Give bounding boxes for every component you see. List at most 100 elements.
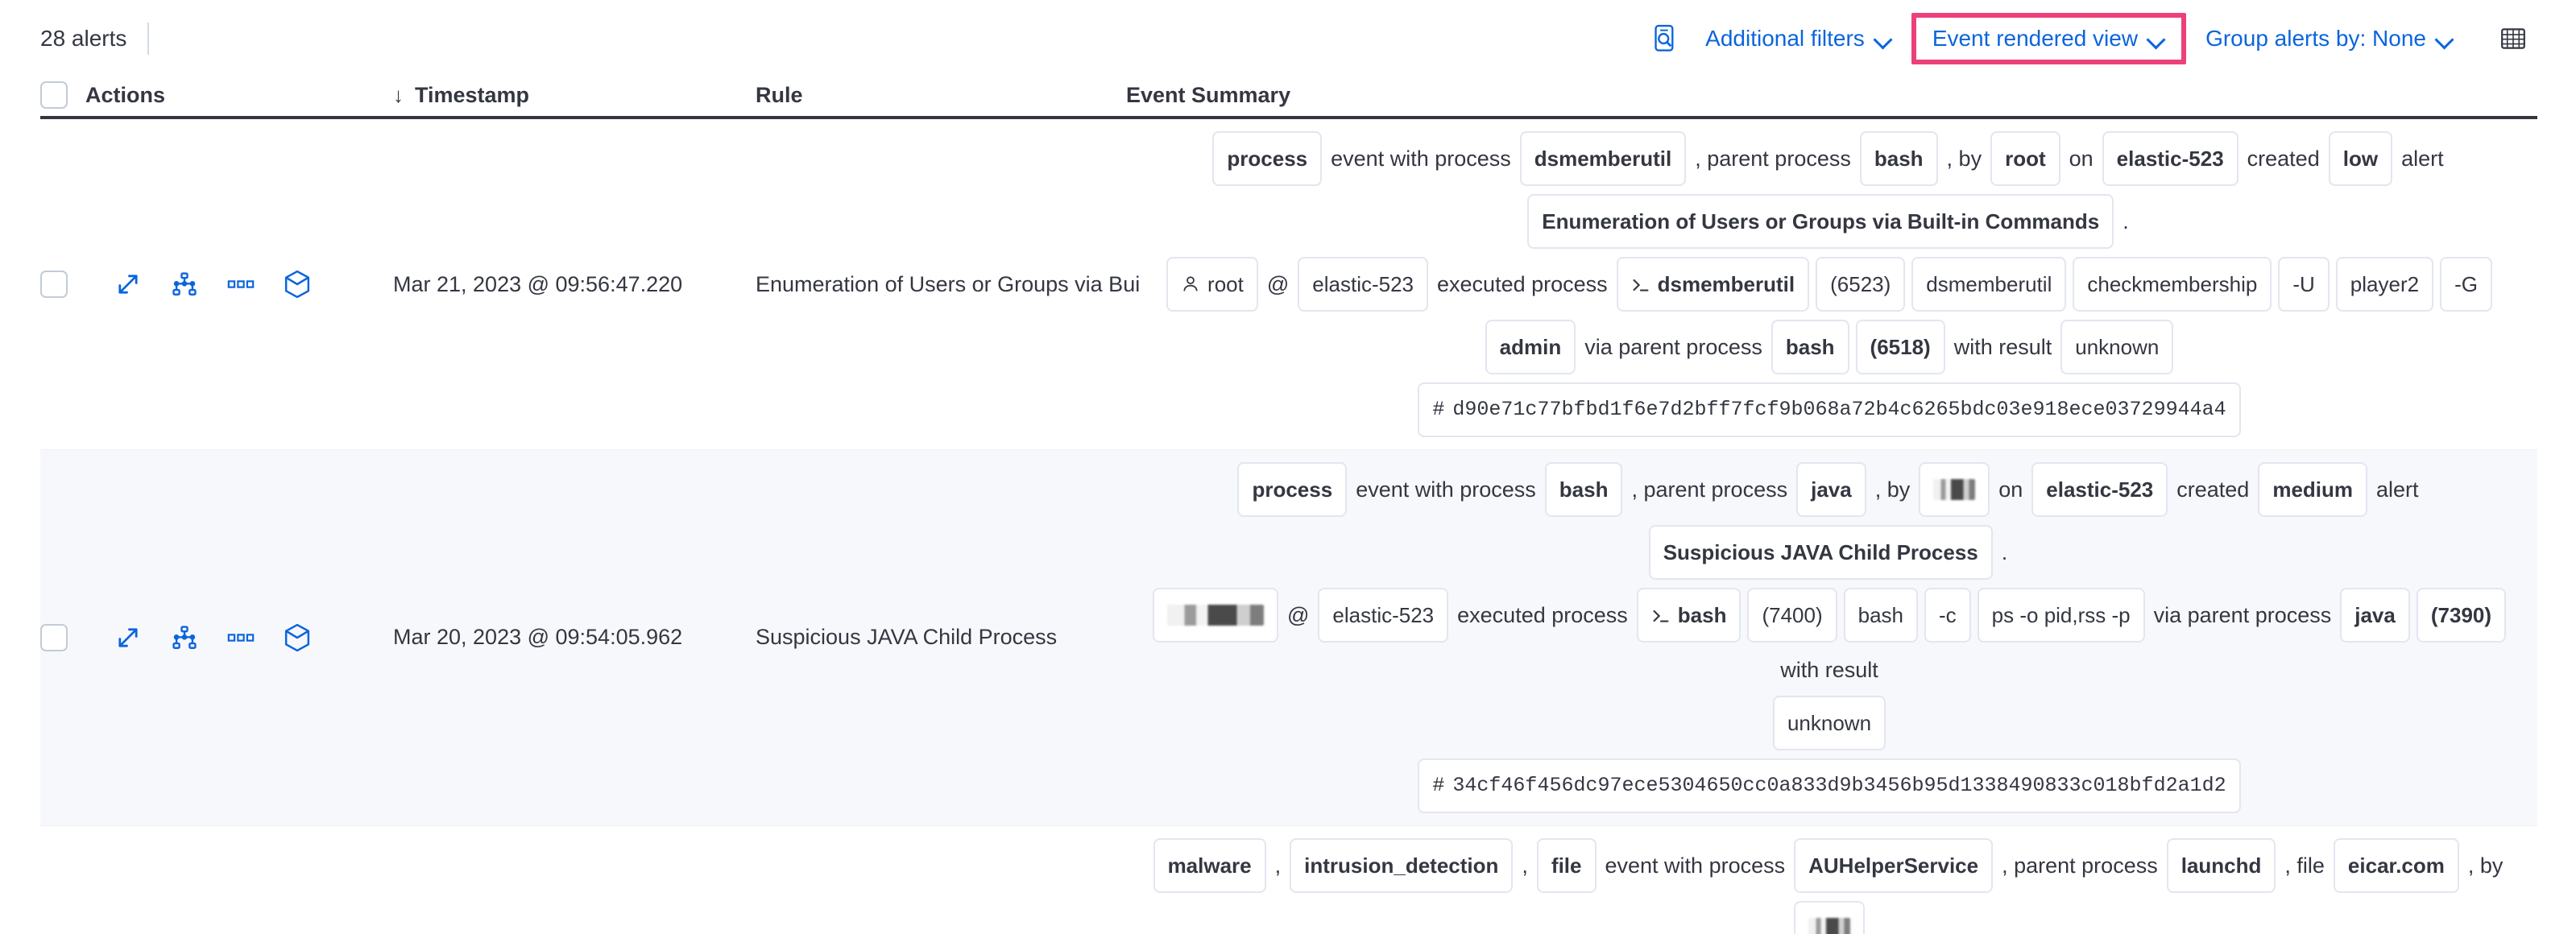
table-row[interactable]: Mar 20, 2023 @ 09:54:05.962 Suspicious J… (40, 450, 2537, 826)
summary-token[interactable]: process (1212, 131, 1323, 186)
console-icon (1653, 610, 1669, 622)
summary-token[interactable]: -U (2278, 257, 2330, 312)
summary-token[interactable]: process (1237, 462, 1348, 517)
toolbar-controls: Additional filters Event rendered view G… (1641, 13, 2537, 64)
group-alerts-by-button[interactable]: Group alerts by: None (2191, 19, 2468, 58)
hash-prefix: # (1432, 398, 1445, 421)
summary-token[interactable]: admin (1485, 320, 1576, 374)
summary-text: , parent process (2002, 853, 2158, 878)
summary-token[interactable]: (6523) (1816, 257, 1906, 312)
token-label: bash (1857, 603, 1903, 627)
table-row[interactable]: Mar 20, 2023 @ 09:43:38.348 Malware Prev… (40, 826, 2537, 934)
summary-text: , by (2467, 853, 2504, 878)
summary-token[interactable]: dsmemberutil (1911, 257, 2067, 312)
summary-token[interactable]: Suspicious JAVA Child Process (1648, 525, 1993, 580)
summary-token[interactable]: bash (1636, 588, 1741, 643)
row-select-checkbox[interactable] (40, 271, 68, 298)
table-row[interactable]: Mar 21, 2023 @ 09:56:47.220 Enumeration … (40, 119, 2537, 450)
summary-token[interactable]: (7390) (2416, 588, 2507, 643)
summary-token[interactable] (1919, 462, 1990, 517)
summary-token[interactable]: elastic-523 (1318, 588, 1449, 643)
summary-token[interactable]: (7400) (1747, 588, 1837, 643)
summary-token[interactable]: bash (1544, 462, 1623, 517)
expand-icon[interactable] (114, 624, 142, 651)
row-select-cell (40, 271, 85, 298)
summary-token[interactable]: checkmembership (2073, 257, 2272, 312)
summary-token[interactable]: malware (1153, 837, 1266, 893)
summary-token[interactable]: #34cf46f456dc97ece5304650cc0a833d9b3456b… (1418, 758, 2241, 813)
token-label: bash (1874, 147, 1924, 171)
field-browser-icon[interactable] (2489, 20, 2537, 57)
redacted-value (1166, 605, 1264, 626)
more-actions-icon[interactable] (227, 271, 255, 298)
expand-icon[interactable] (114, 271, 142, 298)
header-timestamp-label: Timestamp (415, 82, 530, 107)
chevron-down-icon (2147, 30, 2165, 48)
summary-line: #34cf46f456dc97ece5304650cc0a833d9b3456b… (1126, 754, 2533, 817)
summary-token[interactable]: player2 (2335, 257, 2434, 312)
additional-filters-button[interactable]: Additional filters (1691, 19, 1907, 58)
token-label: (6523) (1830, 272, 1891, 296)
summary-token[interactable]: elastic-523 (1298, 257, 1429, 312)
token-label: AUHelperService (1808, 853, 1979, 878)
inspect-search-icon[interactable] (1641, 18, 1691, 60)
summary-text: with result (1780, 657, 1878, 682)
summary-text: via parent process (2153, 603, 2332, 627)
summary-token[interactable]: unknown (2060, 320, 2174, 374)
summary-token[interactable]: file (1536, 837, 1597, 893)
header-event-summary[interactable]: Event Summary (1126, 82, 1291, 107)
analyzer-cube-icon[interactable] (284, 270, 311, 299)
summary-token[interactable]: java (1796, 462, 1866, 517)
summary-token[interactable]: low (2328, 131, 2393, 186)
summary-token[interactable]: launchd (2166, 837, 2276, 893)
summary-token[interactable] (1794, 900, 1865, 934)
token-label: medium (2272, 477, 2354, 502)
row-select-checkbox[interactable] (40, 623, 68, 651)
summary-token[interactable]: dsmemberutil (1519, 131, 1687, 186)
token-label: d90e71c77bfbd1f6e7d2bff7fcf9b068a72b4c62… (1452, 398, 2226, 421)
summary-token[interactable]: root (1166, 257, 1258, 312)
session-view-icon[interactable] (171, 624, 198, 651)
summary-token[interactable]: elastic-523 (2102, 131, 2238, 186)
summary-token[interactable]: intrusion_detection (1290, 837, 1514, 893)
summary-token[interactable]: eicar.com (2333, 837, 2459, 893)
table-body: Mar 21, 2023 @ 09:56:47.220 Enumeration … (40, 119, 2537, 934)
summary-token[interactable]: Enumeration of Users or Groups via Built… (1527, 194, 2114, 249)
summary-token[interactable]: elastic-523 (2031, 462, 2168, 517)
summary-token[interactable]: (6518) (1855, 320, 1945, 374)
select-all-checkbox[interactable] (40, 81, 68, 109)
summary-token[interactable]: unknown (1772, 695, 1886, 750)
header-rule[interactable]: Rule (756, 82, 803, 107)
summary-token[interactable]: # d90e71c77bfbd1f6e7d2bff7fcf9b068a72b4c6… (1418, 382, 2241, 437)
token-label: elastic-523 (1332, 603, 1435, 627)
summary-token[interactable]: medium (2258, 462, 2368, 517)
summary-token[interactable]: bash (1843, 588, 1918, 643)
group-alerts-by-label: Group alerts by: None (2205, 26, 2426, 51)
summary-token[interactable]: dsmemberutil (1616, 257, 1810, 312)
summary-token[interactable]: -c (1924, 588, 1971, 643)
summary-text: . (2123, 209, 2129, 234)
token-label: -c (1939, 603, 1957, 627)
event-rendered-view-button[interactable]: Event rendered view (1929, 26, 2168, 52)
summary-token[interactable]: bash (1770, 320, 1849, 374)
summary-text: @ (1286, 603, 1310, 627)
summary-token[interactable]: root (1990, 131, 2060, 186)
summary-token[interactable]: -G (2440, 257, 2492, 312)
more-actions-icon[interactable] (227, 624, 255, 651)
summary-text: created (2176, 477, 2250, 502)
header-actions: Actions (85, 82, 166, 107)
token-label: -G (2454, 272, 2478, 296)
analyzer-cube-icon[interactable] (284, 623, 311, 652)
token-label: (7390) (2430, 603, 2492, 627)
summary-token[interactable] (1152, 588, 1278, 643)
summary-token[interactable]: bash (1859, 131, 1938, 186)
summary-text: , file (2284, 853, 2325, 878)
hash-prefix: # (1432, 773, 1445, 797)
token-label: bash (1785, 335, 1835, 359)
session-view-icon[interactable] (171, 271, 198, 298)
summary-token[interactable]: java (2340, 588, 2410, 643)
header-timestamp[interactable]: ↓Timestamp (393, 83, 756, 108)
summary-token[interactable]: AUHelperService (1794, 837, 1994, 893)
summary-token[interactable]: ps -o pid,rss -p (1977, 588, 2145, 643)
